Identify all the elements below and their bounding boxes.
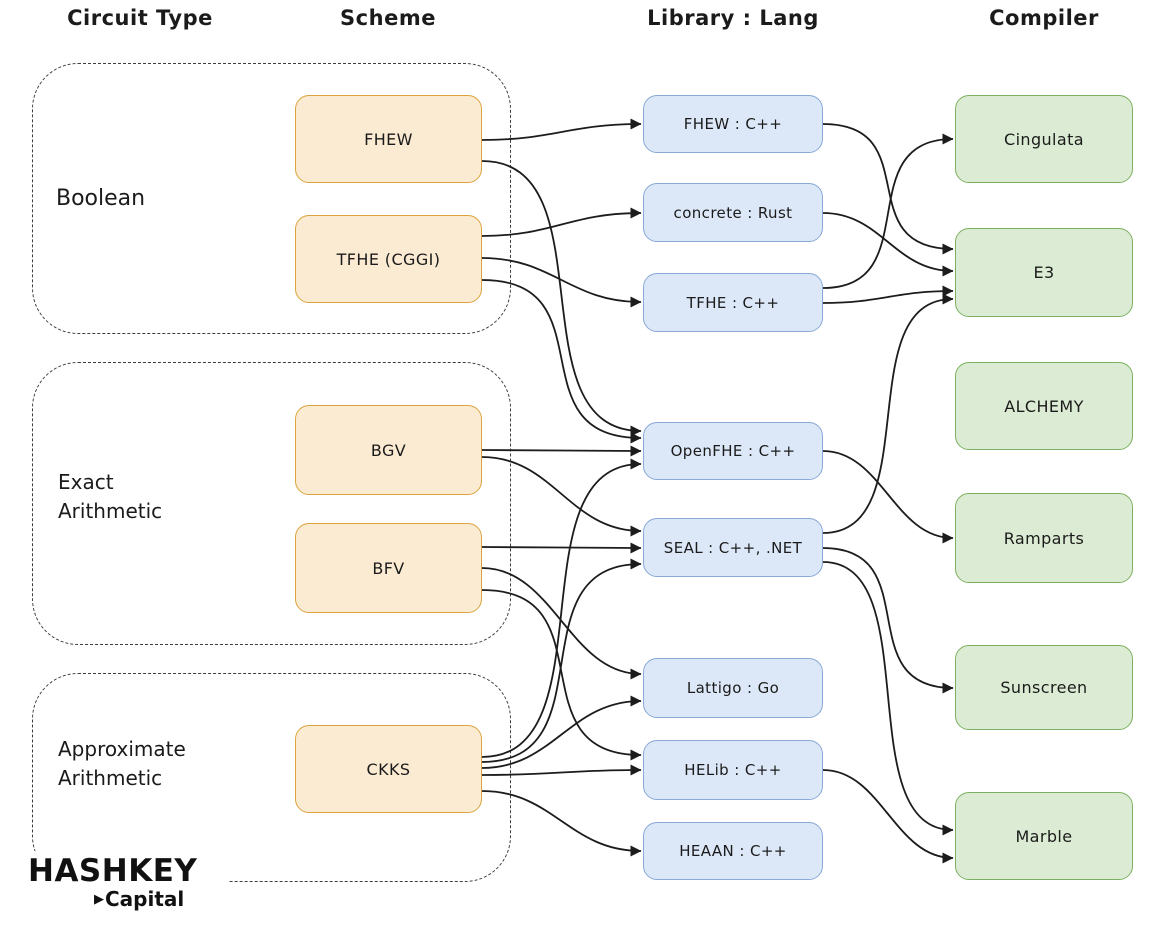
group-approximate-arithmetic (32, 673, 511, 882)
library-node-openfhe: OpenFHE : C++ (643, 422, 823, 480)
node-label: BGV (370, 440, 407, 460)
edge-bfv-to-seal (481, 542, 642, 554)
edge-tfhe-to-lib_tfhe (481, 257, 642, 308)
compiler-node-ramparts: Ramparts (955, 493, 1133, 583)
edge-openfhe-to-ramparts (822, 450, 954, 544)
node-label: Cingulata (1004, 129, 1084, 149)
edge-bfv-to-lattigo (481, 567, 642, 680)
scheme-node-tfhe: TFHE (CGGI) (295, 215, 482, 303)
edge-seal-to-e3 (822, 293, 954, 534)
edge-ckks-to-heaan (481, 790, 642, 857)
compiler-node-sunscreen: Sunscreen (955, 645, 1133, 730)
edge-bfv-to-helib (481, 589, 642, 761)
compiler-node-alchemy: ALCHEMY (955, 362, 1133, 450)
library-node-seal: SEAL : C++, .NET (643, 518, 823, 577)
library-node-lib_fhew: FHEW : C++ (643, 95, 823, 153)
logo-sub-label: Capital (105, 887, 185, 911)
column-header-compiler: Compiler (989, 6, 1099, 30)
edge-tfhe-to-concrete (481, 207, 642, 237)
edge-lib_fhew-to-e3 (822, 123, 954, 255)
edge-bgv-to-openfhe (481, 445, 642, 457)
edge-ckks-to-lattigo (481, 695, 642, 769)
edge-tfhe-to-openfhe (481, 279, 642, 444)
node-label: Marble (1015, 826, 1073, 846)
edge-ckks-to-helib (481, 764, 642, 776)
edge-helib-to-marble (822, 769, 954, 864)
column-header-circuit-type: Circuit Type (67, 6, 213, 30)
compiler-node-e3: E3 (955, 228, 1133, 317)
group-boolean (32, 63, 511, 334)
logo-sub-text: ▶ Capital (28, 887, 224, 911)
compiler-node-marble: Marble (955, 792, 1133, 880)
edge-fhew-to-lib_fhew (481, 118, 642, 141)
node-label: TFHE (CGGI) (336, 249, 441, 269)
node-label: HELib : C++ (684, 761, 782, 779)
scheme-node-bfv: BFV (295, 523, 482, 613)
edge-seal-to-marble (822, 561, 954, 836)
logo-brand-text: HASHKEY (28, 853, 198, 889)
column-header-scheme: Scheme (340, 6, 436, 30)
node-label: concrete : Rust (673, 203, 793, 222)
node-label: E3 (1033, 263, 1055, 282)
node-label: BFV (372, 558, 405, 578)
scheme-node-bgv: BGV (295, 405, 482, 495)
node-label: OpenFHE : C++ (670, 442, 796, 460)
logo-triangle-icon: ▶ (94, 891, 104, 907)
node-label: Ramparts (1003, 528, 1085, 548)
library-node-heaan: HEAAN : C++ (643, 822, 823, 880)
edge-seal-to-sunscreen (822, 547, 954, 694)
node-label: ALCHEMY (1004, 396, 1084, 416)
node-label: CKKS (366, 759, 411, 779)
library-node-lattigo: Lattigo : Go (643, 658, 823, 718)
group-label-approximate-arithmetic: Approximate Arithmetic (58, 737, 186, 790)
edge-ckks-to-openfhe (481, 458, 642, 758)
node-label: FHEW (364, 129, 413, 149)
group-exact-arithmetic (32, 362, 511, 645)
scheme-node-ckks: CKKS (295, 725, 482, 813)
library-node-concrete: concrete : Rust (643, 183, 823, 242)
node-label: SEAL : C++, .NET (663, 538, 803, 557)
node-label: Lattigo : Go (686, 679, 780, 697)
column-header-library-lang: Library : Lang (647, 6, 819, 30)
edge-ckks-to-seal (481, 558, 642, 763)
compiler-node-cingulata: Cingulata (955, 95, 1133, 183)
group-label-exact-arithmetic: Exact Arithmetic (58, 470, 163, 523)
node-label: HEAAN : C++ (679, 842, 787, 860)
node-label: Sunscreen (1000, 678, 1088, 697)
edge-bgv-to-seal (481, 456, 642, 537)
library-node-helib: HELib : C++ (643, 740, 823, 800)
hashkey-capital-logo: HASHKEY ▶ Capital (24, 851, 228, 927)
node-label: FHEW : C++ (683, 115, 783, 133)
edge-fhew-to-openfhe (481, 160, 642, 437)
edge-concrete-to-e3 (822, 212, 954, 277)
edge-lib_tfhe-to-e3 (822, 285, 954, 304)
scheme-node-fhew: FHEW (295, 95, 482, 183)
group-label-boolean: Boolean (56, 186, 146, 211)
edge-lib_tfhe-to-cingulata (822, 133, 954, 289)
library-node-lib_tfhe: TFHE : C++ (643, 273, 823, 332)
node-label: TFHE : C++ (686, 293, 780, 312)
